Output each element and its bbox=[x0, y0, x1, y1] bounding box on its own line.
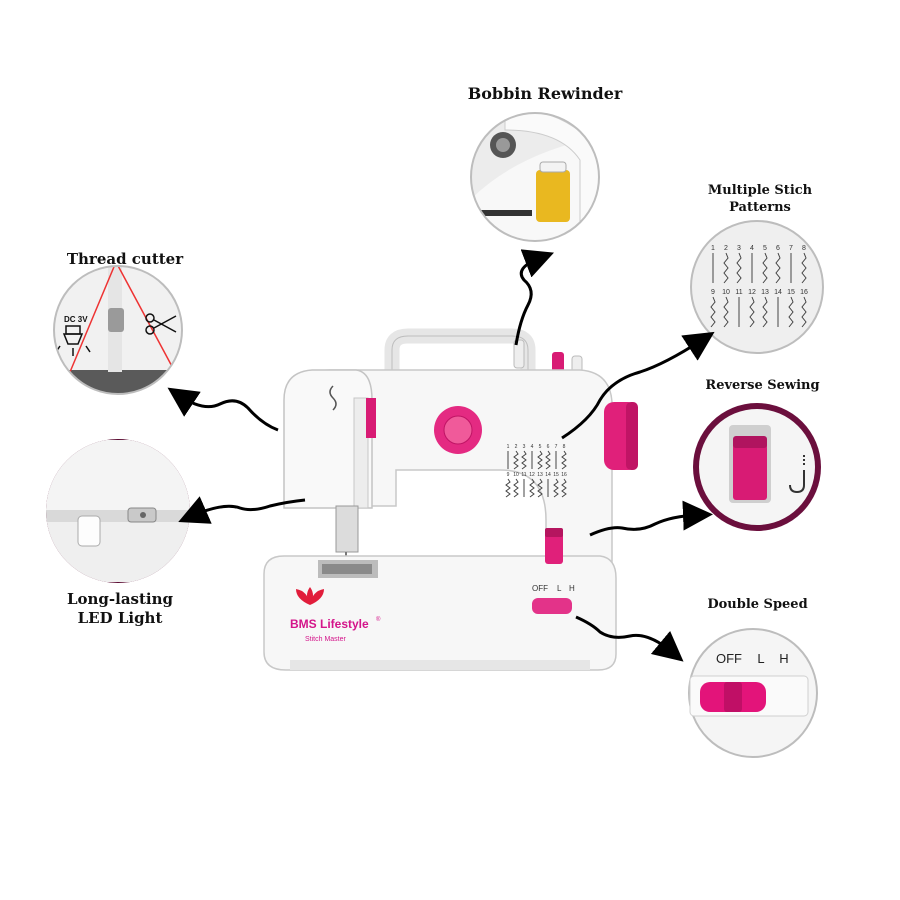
stitch-pattern-mark bbox=[775, 252, 781, 284]
stitch-pattern-mark bbox=[561, 450, 567, 470]
stitch-pattern-mark bbox=[801, 252, 807, 284]
arrow-to-stitch-patterns bbox=[561, 331, 715, 440]
stitch-number-9: 9 bbox=[711, 289, 715, 296]
double-speed-circle bbox=[688, 628, 818, 758]
stitch-pattern-mark bbox=[762, 252, 768, 284]
stitch-number-13: 13 bbox=[761, 289, 769, 296]
reverse-symbol-icon bbox=[789, 470, 805, 494]
stitch-pattern-mark bbox=[545, 450, 551, 470]
stitch-pattern-mark bbox=[505, 478, 511, 498]
machine-switch-high-text: H bbox=[569, 584, 575, 593]
arrow-to-bobbin bbox=[514, 249, 554, 346]
thread-guide-icon bbox=[329, 385, 337, 411]
stitch-number-15: 15 bbox=[553, 472, 559, 478]
stitch-number-10: 10 bbox=[513, 472, 519, 478]
stitch-pattern-mark bbox=[723, 252, 729, 284]
stitch-number-14: 14 bbox=[545, 472, 551, 478]
stitch-number-5: 5 bbox=[763, 245, 767, 252]
speed-high-text: H bbox=[779, 651, 788, 666]
arrow-to-reverse-sewing bbox=[589, 500, 713, 537]
stitch-number-2: 2 bbox=[515, 444, 518, 450]
bobbin-rewinder-circle bbox=[470, 112, 600, 242]
led-light-circle bbox=[46, 439, 190, 583]
stitch-number-8: 8 bbox=[563, 444, 566, 450]
stitch-number-3: 3 bbox=[737, 245, 741, 252]
thread-cutter-circle: DC 3V bbox=[53, 265, 183, 395]
stitch-number-12: 12 bbox=[748, 289, 756, 296]
reverse-sewing-circle bbox=[693, 403, 821, 531]
stitch-number-14: 14 bbox=[774, 289, 782, 296]
stitch-pattern-mark bbox=[529, 478, 535, 498]
stitch-pattern-mark bbox=[723, 296, 729, 328]
speed-off-text: OFF bbox=[716, 651, 742, 666]
machine-switch-low-text: L bbox=[557, 584, 562, 593]
scissors-icon bbox=[145, 313, 177, 335]
arrow-to-double-speed bbox=[575, 615, 684, 662]
stitch-number-3: 3 bbox=[523, 444, 526, 450]
stitch-pattern-mark bbox=[537, 450, 543, 470]
model-name-text: Stitch Master bbox=[305, 636, 347, 643]
machine-switch-off-text: OFF bbox=[532, 584, 548, 593]
stitch-number-6: 6 bbox=[547, 444, 550, 450]
spool-icon bbox=[536, 170, 570, 222]
stitch-number-8: 8 bbox=[802, 245, 806, 252]
stitch-number-1: 1 bbox=[711, 245, 715, 252]
double-speed-label: Double Speed bbox=[707, 597, 808, 612]
stitch-pattern-mark bbox=[762, 296, 768, 328]
stitch-pattern-mark bbox=[801, 296, 807, 328]
stitch-number-7: 7 bbox=[789, 245, 793, 252]
stitch-number-9: 9 bbox=[507, 472, 510, 478]
stitch-number-16: 16 bbox=[561, 472, 567, 478]
reverse-lever bbox=[733, 440, 767, 500]
stitch-number-10: 10 bbox=[722, 289, 730, 296]
stitch-pattern-mark bbox=[788, 296, 794, 328]
stitch-pattern-mark bbox=[521, 450, 527, 470]
arrow-to-thread-cutter bbox=[167, 387, 279, 432]
stitch-number-5: 5 bbox=[539, 444, 542, 450]
stitch-number-7: 7 bbox=[555, 444, 558, 450]
led-light-label-line2: LED Light bbox=[77, 609, 163, 627]
led-light-label: Long-lasting LED Light bbox=[40, 590, 200, 628]
stitch-patterns-label-line1: Multiple Stich bbox=[707, 183, 813, 198]
stitch-pattern-mark bbox=[553, 478, 559, 498]
stitch-pattern-mark bbox=[710, 296, 716, 328]
stitch-pattern-mark bbox=[537, 478, 543, 498]
brand-logo-icon bbox=[296, 587, 324, 605]
reverse-sewing-label: Reverse Sewing bbox=[705, 378, 820, 393]
thread-cutter-label: Thread cutter bbox=[66, 250, 184, 268]
stitch-pattern-mark bbox=[749, 296, 755, 328]
stitch-number-4: 4 bbox=[750, 245, 754, 252]
stitch-pattern-mark bbox=[513, 450, 519, 470]
speed-low-text: L bbox=[757, 651, 764, 666]
stitch-number-2: 2 bbox=[724, 245, 728, 252]
stitch-number-13: 13 bbox=[537, 472, 543, 478]
stitch-number-16: 16 bbox=[800, 289, 808, 296]
stitch-number-12: 12 bbox=[529, 472, 535, 478]
stitch-patterns-label: Multiple Stich Patterns bbox=[690, 182, 830, 216]
led-light-label-line1: Long-lasting bbox=[66, 590, 174, 608]
stitch-pattern-mark bbox=[736, 252, 742, 284]
brand-mark-text: ® bbox=[376, 616, 381, 623]
dc-voltage-text: DC 3V bbox=[64, 315, 88, 324]
stitch-pattern-mark bbox=[561, 478, 567, 498]
brand-name-text: BMS Lifestyle bbox=[290, 617, 369, 631]
bobbin-rewinder-label: Bobbin Rewinder bbox=[467, 84, 623, 103]
stitch-number-11: 11 bbox=[521, 472, 526, 478]
stitch-number-15: 15 bbox=[787, 289, 795, 296]
stitch-number-1: 1 bbox=[507, 444, 510, 450]
stitch-number-4: 4 bbox=[531, 444, 534, 450]
stitch-number-6: 6 bbox=[776, 245, 780, 252]
stitch-pattern-mark bbox=[513, 478, 519, 498]
stitch-patterns-label-line2: Patterns bbox=[729, 200, 791, 215]
arrow-to-led-light bbox=[178, 496, 306, 524]
stitch-number-11: 11 bbox=[735, 289, 742, 296]
